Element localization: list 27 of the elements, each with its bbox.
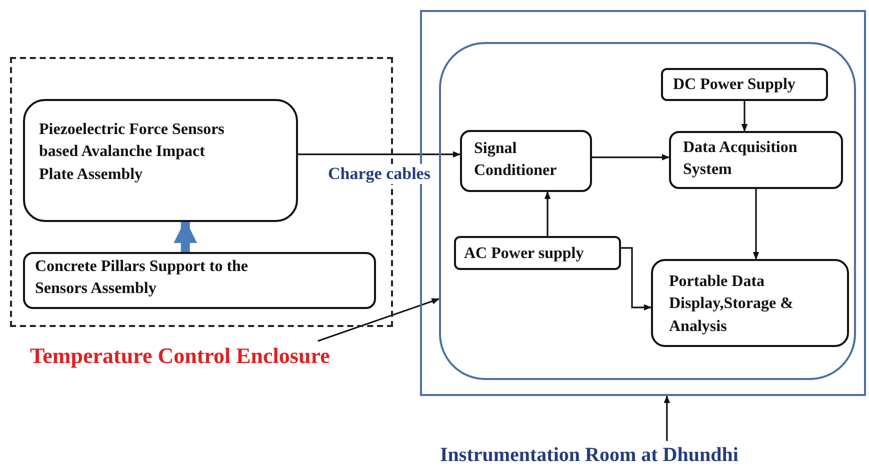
- process-box: [661, 68, 828, 101]
- arrow: [544, 191, 551, 236]
- block-arrow: [174, 220, 198, 252]
- process-box: [460, 130, 592, 192]
- process-box: [651, 259, 849, 347]
- arrow: [298, 151, 461, 158]
- leader-arrow: [664, 395, 670, 441]
- enclosure-caption: Temperature Control Enclosure: [30, 341, 330, 369]
- box-label: Concrete Pillars Support to the Sensors Assembly: [35, 257, 250, 300]
- process-box: [669, 131, 843, 189]
- room-caption: Instrumentation Room at Dhundhi: [440, 441, 812, 469]
- rounded-panel: [439, 42, 856, 380]
- process-box: [23, 252, 376, 309]
- box-label: AC Power supply: [464, 244, 585, 264]
- box-label: Piezoelectric Force Sensors based Avalanche Impact Plate Assembly: [39, 120, 226, 185]
- edge-label: Charge cables: [326, 164, 432, 184]
- process-box: [23, 99, 298, 222]
- arrow: [621, 247, 652, 311]
- box-label: Data Acquisition System: [683, 138, 798, 180]
- arrow: [592, 154, 670, 160]
- box-label: DC Power Supply: [673, 75, 796, 95]
- arrow: [752, 189, 760, 260]
- box-label: Portable Data Display,Storage & Analysis: [669, 272, 794, 337]
- box-label: Signal Conditioner: [474, 139, 558, 182]
- arrow: [741, 101, 748, 132]
- process-box: [454, 236, 621, 270]
- leader-arrow: [318, 298, 440, 342]
